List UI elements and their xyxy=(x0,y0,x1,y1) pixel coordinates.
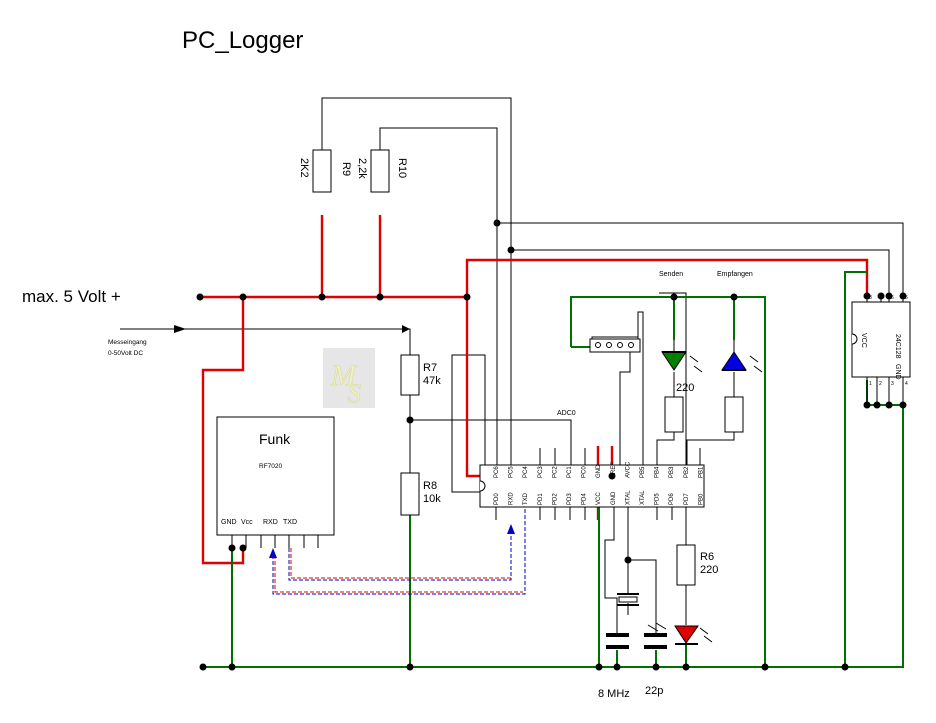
r10-name: R10 xyxy=(396,158,408,178)
mcu-bottom-pin-12: PD6 xyxy=(669,493,675,505)
radio-pin-txd: TXD xyxy=(283,519,297,526)
mcu-top-pin-1: PC5 xyxy=(509,466,515,478)
mcu-top-pin-11: PB4 xyxy=(655,466,661,478)
input-arrow-icon xyxy=(174,325,186,333)
supply-label: max. 5 Volt + xyxy=(22,287,121,306)
mcu-bottom-pin-9: XTAL xyxy=(625,490,631,505)
mcu-bottom-pin-13: PD7 xyxy=(684,493,690,505)
supply-wires xyxy=(200,215,869,565)
input-label-1: Messeingang xyxy=(108,339,147,346)
capacitor-2 xyxy=(644,633,667,649)
mcu-top-pin-10: PB5 xyxy=(640,466,646,478)
resistor-led-receive xyxy=(724,396,744,433)
resistor-r7 xyxy=(400,354,420,396)
led-receive-label: Empfangen xyxy=(717,271,753,278)
eeprom-part: 24C128 xyxy=(894,334,901,359)
r9-value: 2K2 xyxy=(298,158,310,178)
svg-text:S: S xyxy=(348,379,361,408)
mcu-bottom-pin-3: PD1 xyxy=(538,493,544,505)
microcontroller xyxy=(479,448,705,520)
r7-name: R7 xyxy=(423,362,437,374)
mcu-bottom-pin-0: PD0 xyxy=(494,493,500,505)
r7-value: 47k xyxy=(423,375,441,387)
resistor-r10 xyxy=(370,149,390,193)
arrow-icon xyxy=(402,325,410,333)
mcu-top-pin-0: PC6 xyxy=(494,466,500,478)
r6-value: 220 xyxy=(700,564,718,576)
mcu-top-pin-8: AREF xyxy=(611,462,617,478)
r8-value: 10k xyxy=(423,493,441,505)
mcu-top-pin-4: PC2 xyxy=(552,466,558,478)
radio-module xyxy=(216,416,335,548)
eeprom-pin-3: 3 xyxy=(891,381,894,387)
mcu-top-pins: PC6 PC5 PC4 PC3 PC2 PC1 PC0 GND AREF AVCC PB5 PB4 PB… xyxy=(494,461,704,478)
svg-text:M: M xyxy=(330,359,358,392)
r10-value: 2,2k xyxy=(356,158,368,179)
eeprom-pin-5: 5 xyxy=(905,295,908,301)
r9-name: R9 xyxy=(340,162,352,176)
junction-dots xyxy=(196,219,907,671)
eeprom-chip xyxy=(851,296,911,405)
mcu-top-pin-5: PC1 xyxy=(567,466,573,478)
mcu-bottom-pin-5: PD3 xyxy=(567,493,573,505)
eeprom-pin-1: 1 xyxy=(869,381,872,387)
capacitor-label: 22p xyxy=(645,685,663,697)
resistor-r8 xyxy=(400,472,420,516)
mcu-top-pin-6: PC0 xyxy=(582,466,588,478)
radio-part: RF7020 xyxy=(259,463,283,470)
mcu-bottom-pin-8: GND xyxy=(611,491,617,505)
mcu-bottom-pin-6: PD4 xyxy=(582,493,588,505)
mcu-bottom-pin-2: TXD xyxy=(523,492,529,505)
radio-pin-rxd: RXD xyxy=(263,519,278,526)
mcu-top-pin-3: PC3 xyxy=(538,466,544,478)
adc-label: ADC0 xyxy=(557,410,576,417)
resistor-led-send xyxy=(664,396,684,433)
crystal xyxy=(617,593,639,606)
watermark-logo: M S xyxy=(323,348,375,408)
led-resistor-value: 220 xyxy=(676,382,694,394)
radio-pin-gnd: GND xyxy=(221,519,237,526)
mcu-bottom-pin-1: RXD xyxy=(509,492,515,505)
resistor-r6 xyxy=(676,544,696,586)
mcu-top-pin-9: AVCC xyxy=(625,461,631,478)
radio-title: Funk xyxy=(259,431,291,447)
radio-pin-vcc: Vcc xyxy=(241,519,253,526)
mcu-top-pin-2: PC4 xyxy=(523,466,529,478)
pin-header xyxy=(589,338,641,353)
page-title: PC_Logger xyxy=(182,27,303,54)
mcu-bottom-pin-14: PB0 xyxy=(698,493,704,505)
input-label-2: 0-50Volt DC xyxy=(108,350,143,357)
eeprom-gnd: GND xyxy=(894,364,901,380)
eeprom-pin-2: 2 xyxy=(879,381,882,387)
eeprom-vcc: VCC xyxy=(860,333,867,348)
mcu-top-pin-13: PB2 xyxy=(684,466,690,478)
mcu-bottom-pins: PD0 RXD TXD PD1 PD2 PD3 PD4 VCC GND XTAL XTAL PD5 PD… xyxy=(494,490,704,505)
led-send-label: Senden xyxy=(659,271,683,278)
eeprom-pin-6: 6 xyxy=(891,295,894,301)
led-send xyxy=(661,351,703,373)
r6-name: R6 xyxy=(700,551,714,563)
mcu-bottom-pin-11: PD5 xyxy=(655,493,661,505)
crystal-label: 8 MHz xyxy=(598,688,630,700)
led-status xyxy=(674,625,713,645)
capacitor-1 xyxy=(606,633,629,649)
mcu-top-pin-7: GND xyxy=(596,464,602,478)
r8-name: R8 xyxy=(423,480,437,492)
eeprom-pin-4: 4 xyxy=(905,381,908,387)
resistor-r9 xyxy=(312,149,332,193)
mcu-bottom-pin-7: VCC xyxy=(596,492,602,505)
eeprom-pin-8: 8 xyxy=(869,295,872,301)
mcu-top-pin-12: PB3 xyxy=(669,466,675,478)
mcu-top-pin-14: PB1 xyxy=(698,466,704,478)
led-receive xyxy=(721,351,763,373)
signal-wires xyxy=(120,97,904,633)
mcu-bottom-pin-10: XTAL xyxy=(640,490,646,505)
mcu-bottom-pin-4: PD2 xyxy=(552,493,558,505)
data-lines xyxy=(269,507,526,595)
